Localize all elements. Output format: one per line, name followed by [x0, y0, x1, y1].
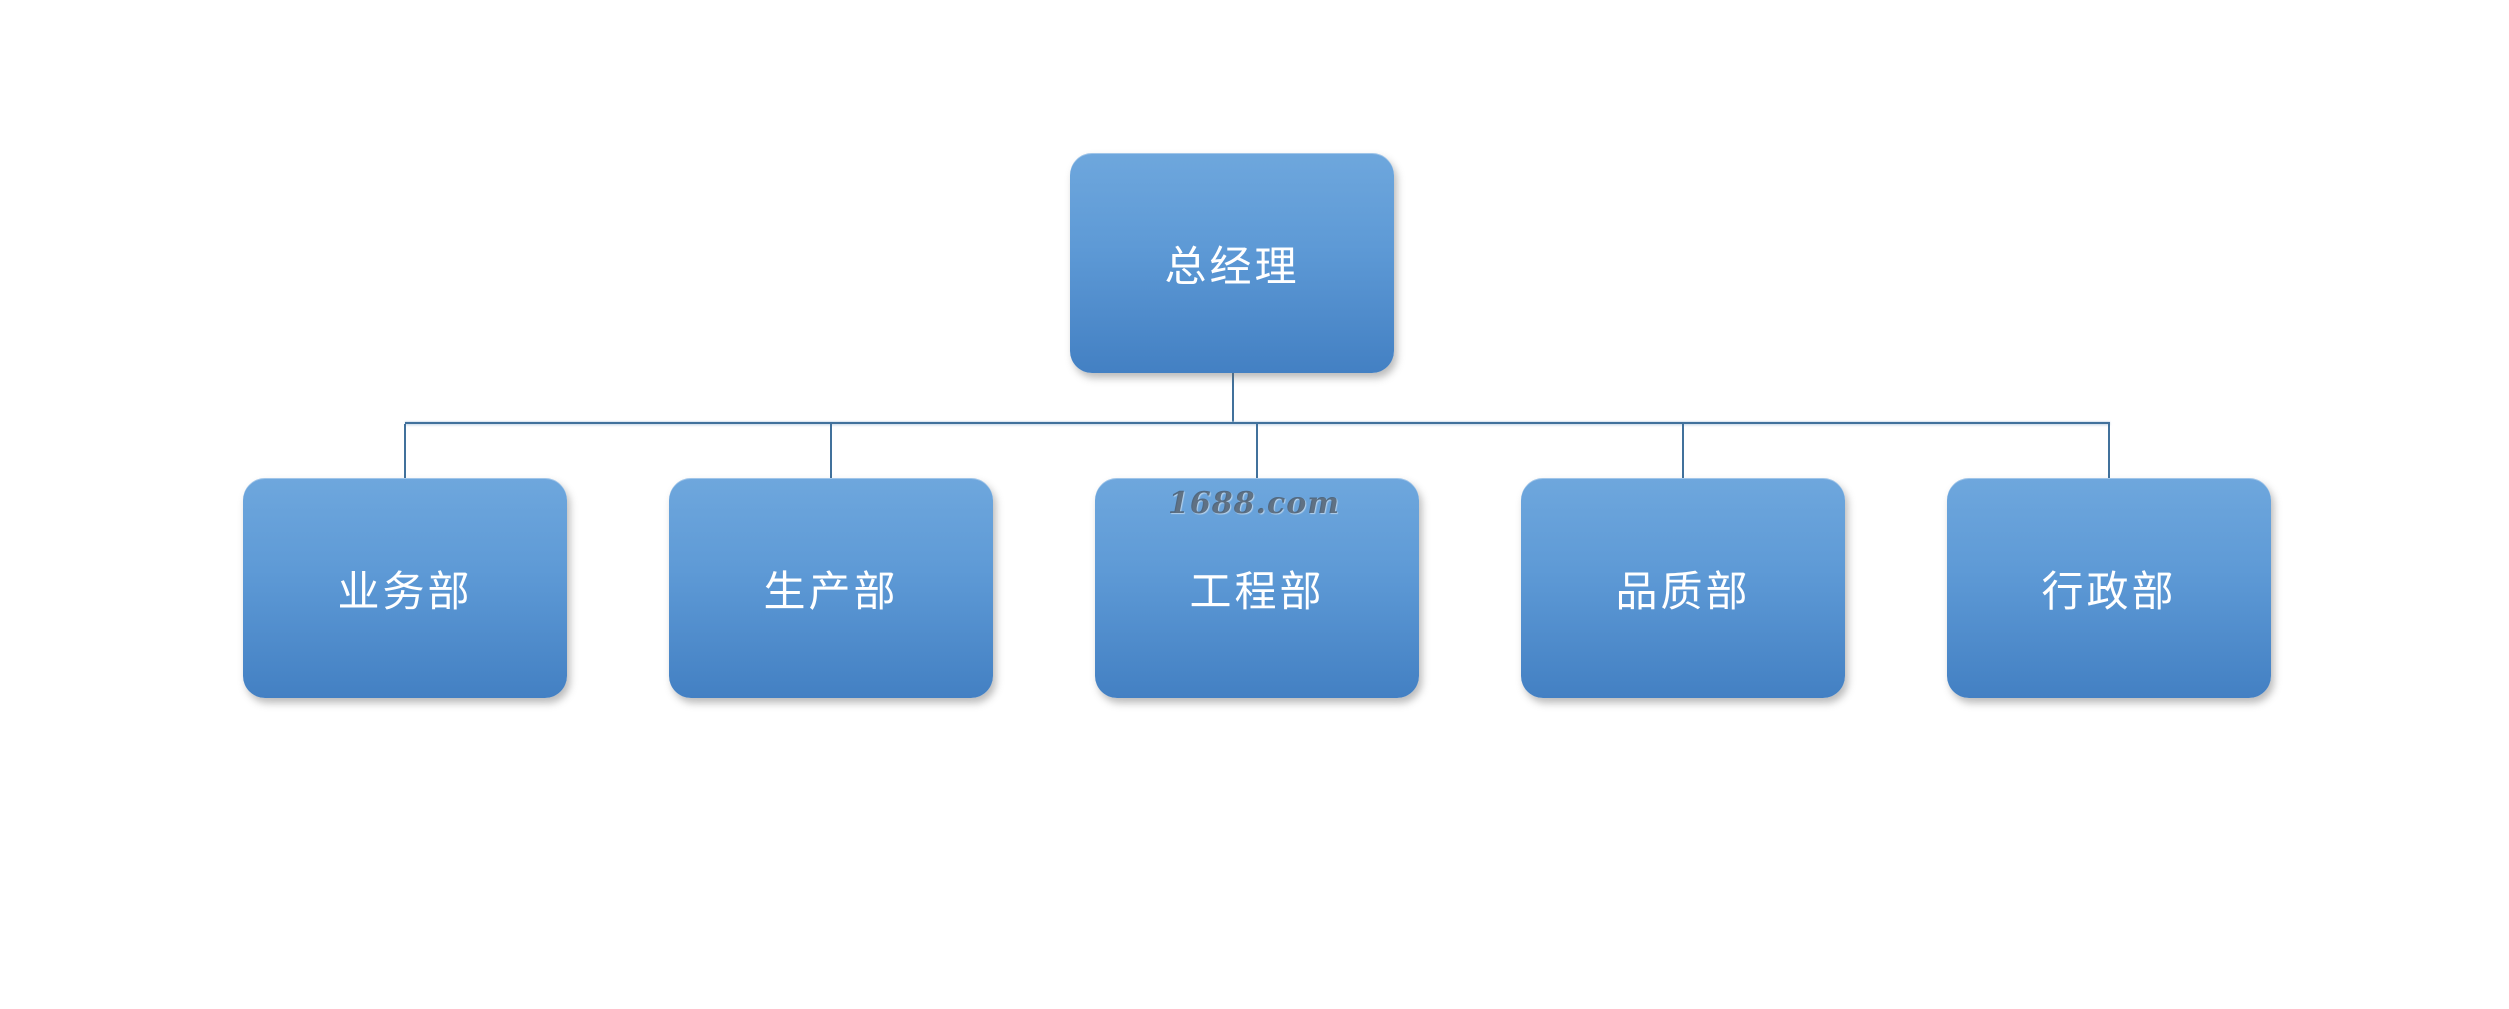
connector-root-riser: [1232, 372, 1234, 424]
org-node-label: 生产部: [763, 567, 899, 615]
org-node-label: 总经理: [1164, 242, 1300, 290]
connector-drop-production: [830, 424, 832, 478]
org-node-engineering-dept: 工程部: [1095, 478, 1419, 698]
connector-drop-business: [404, 424, 406, 478]
connector-horizontal: [405, 422, 2110, 424]
org-node-business-dept: 业务部: [243, 478, 567, 698]
org-node-production-dept: 生产部: [669, 478, 993, 698]
connector-drop-admin: [2108, 424, 2110, 478]
org-node-quality-dept: 品质部: [1521, 478, 1845, 698]
org-node-general-manager: 总经理: [1070, 153, 1394, 373]
connector-drop-engineering: [1256, 424, 1258, 478]
org-node-admin-dept: 行政部: [1947, 478, 2271, 698]
org-node-label: 行政部: [2041, 567, 2177, 615]
connector-drop-quality: [1682, 424, 1684, 478]
org-node-label: 业务部: [337, 567, 473, 615]
org-node-label: 品质部: [1615, 567, 1751, 615]
org-node-label: 工程部: [1189, 567, 1325, 615]
